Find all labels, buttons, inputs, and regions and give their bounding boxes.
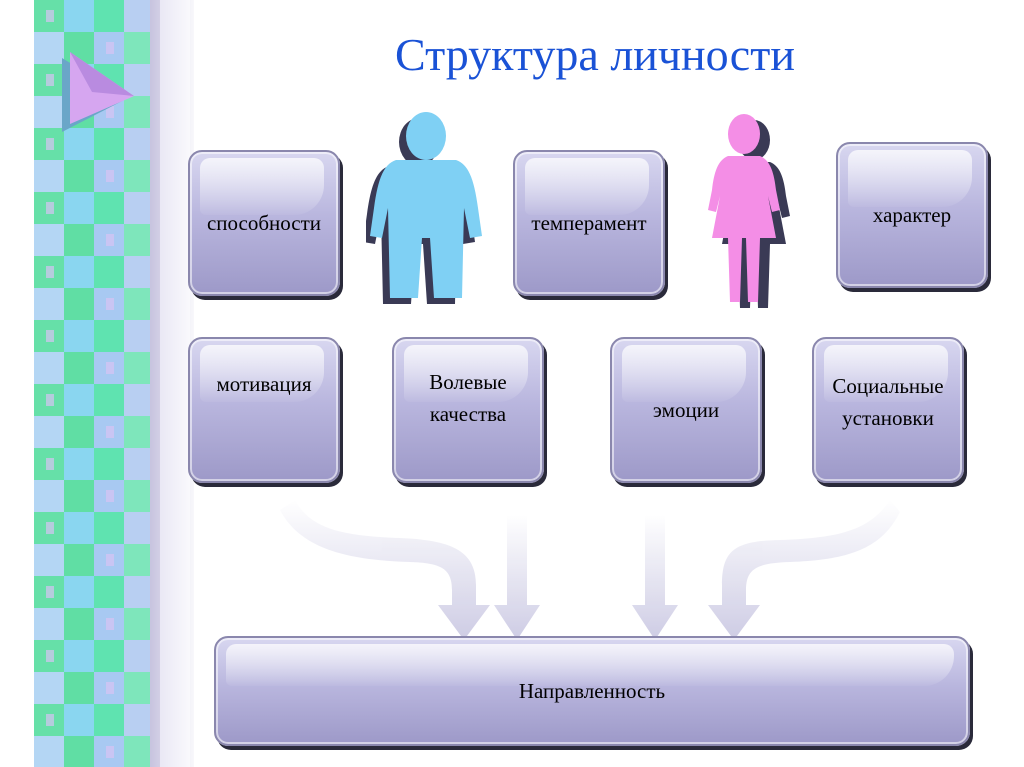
arrow-down-icon — [280, 500, 490, 640]
box-social: Социальные установки — [812, 337, 964, 483]
box-motivation-label: мотивация — [216, 372, 312, 396]
female-figure-icon — [708, 114, 790, 308]
arrow-down-icon — [494, 515, 540, 640]
box-motivation: мотивация — [188, 337, 340, 483]
box-temperament-label: темперамент — [531, 211, 647, 235]
box-character: характер — [836, 142, 988, 288]
box-abilities-label: способности — [206, 211, 322, 235]
box-emotions: эмоции — [610, 337, 762, 483]
male-figure-icon — [366, 112, 482, 304]
decorative-side-strip — [0, 0, 200, 767]
arrow-down-icon — [708, 500, 900, 640]
box-volitional-label: Волевые качества — [429, 370, 507, 426]
arrow-down-icon — [632, 515, 678, 640]
box-character-label: характер — [872, 203, 952, 227]
triangle-icon — [62, 52, 134, 132]
box-temperament: темперамент — [513, 150, 665, 296]
page-title: Структура личности — [395, 29, 795, 80]
box-emotions-label: эмоции — [652, 398, 720, 422]
box-social-label: Социальные установки — [832, 374, 944, 430]
box-volitional: Волевые качества — [392, 337, 544, 483]
box-direction-label: Направленность — [518, 679, 666, 703]
box-abilities: способности — [188, 150, 340, 296]
box-direction: Направленность — [214, 636, 970, 746]
